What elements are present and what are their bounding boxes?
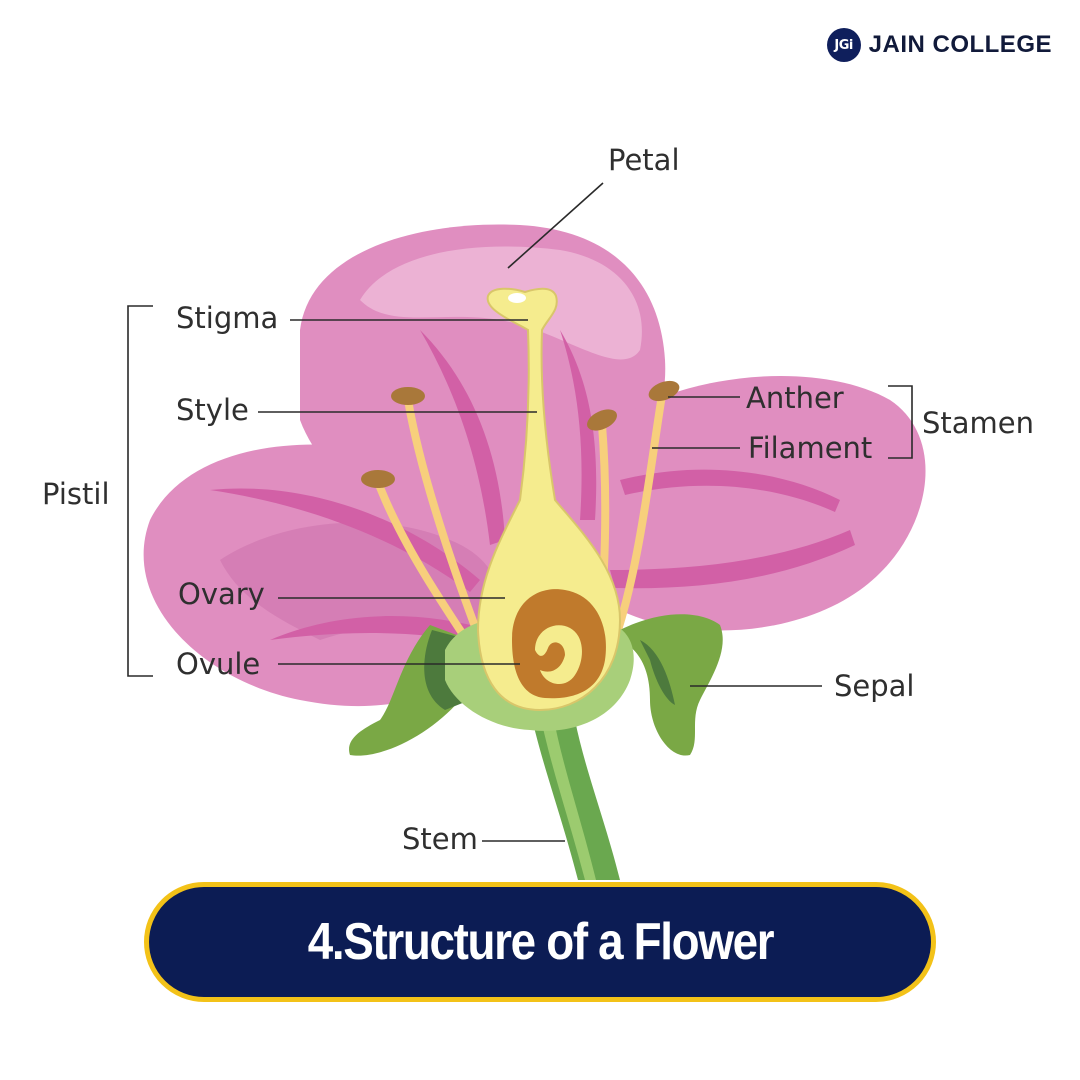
label-ovary: Ovary [178, 577, 265, 611]
anthers [361, 380, 680, 488]
label-anther: Anther [746, 381, 844, 415]
sepal-right [620, 614, 723, 756]
title-banner: 4.Structure of a Flower [144, 882, 936, 1002]
label-style: Style [176, 393, 249, 427]
sepal-right-inner [640, 640, 675, 705]
label-filament: Filament [748, 431, 873, 465]
leader-lines [127, 182, 913, 842]
ovule-shape [535, 625, 582, 685]
label-stem: Stem [402, 822, 478, 856]
brand: JGi JAIN COLLEGE [826, 28, 1052, 62]
filaments [374, 391, 666, 649]
stigma-tip-highlight [508, 293, 526, 303]
label-ovule: Ovule [176, 647, 261, 681]
page-title: 4.Structure of a Flower [307, 913, 774, 971]
petal-veins [210, 330, 855, 645]
label-stigma: Stigma [176, 301, 279, 335]
label-petal: Petal [608, 143, 680, 177]
stem-highlight [538, 705, 596, 880]
brand-name: JAIN COLLEGE [868, 31, 1052, 58]
brand-logo: JGi [826, 28, 861, 62]
label-pistil: Pistil [42, 477, 110, 511]
ovary-shape [512, 589, 606, 699]
label-stamen: Stamen [922, 406, 1035, 440]
label-sepal: Sepal [834, 669, 915, 703]
